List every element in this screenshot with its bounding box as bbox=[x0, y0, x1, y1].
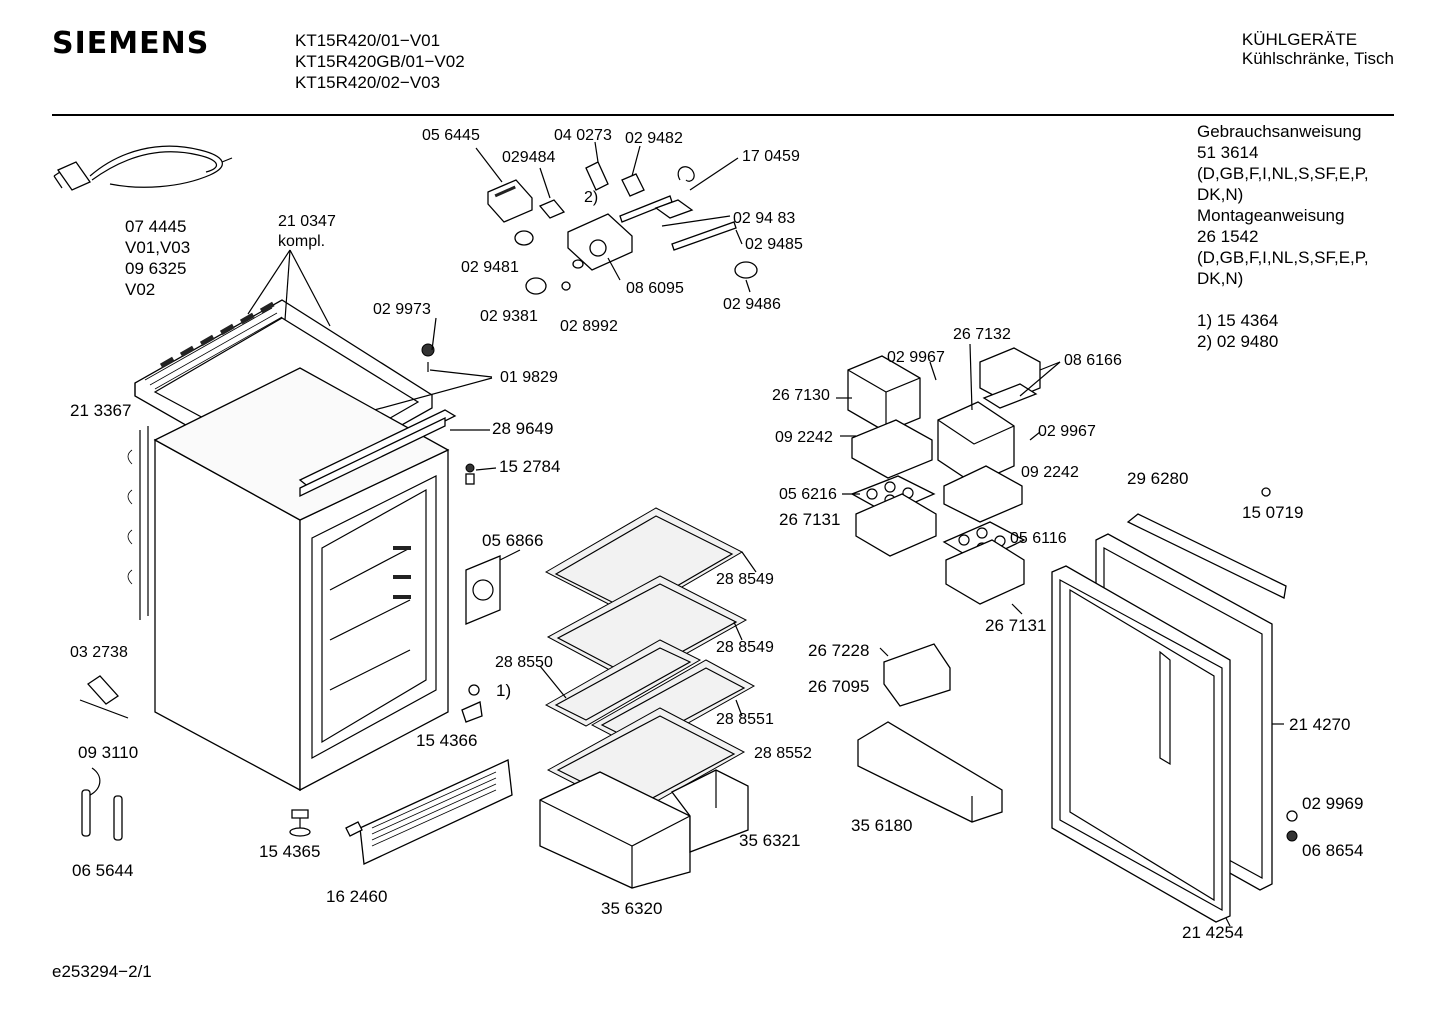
part-label: 35 6320 bbox=[601, 899, 662, 918]
ventilation-grille-part bbox=[345, 759, 513, 865]
part-label: 02 94 83 bbox=[733, 210, 795, 227]
part-label: 02 9967 bbox=[1038, 423, 1096, 440]
part-label: 28 8552 bbox=[754, 745, 812, 762]
part-label: 02 9967 bbox=[887, 349, 945, 366]
part-label: 08 6095 bbox=[626, 280, 684, 297]
part-number-labels: 05 6445 04 0273 02 9482 029484 17 0459 2… bbox=[70, 127, 1363, 942]
doc-line: (D,GB,F,I,NL,S,SF,E,P, bbox=[1197, 164, 1369, 183]
part-label: 03 2738 bbox=[70, 644, 128, 661]
part-label: 01 9829 bbox=[500, 369, 558, 386]
sensor-part bbox=[87, 675, 119, 705]
part-label: 15 4365 bbox=[259, 842, 320, 861]
document-references: Gebrauchsanweisung 51 3614 (D,GB,F,I,NL,… bbox=[1197, 121, 1369, 352]
doc-line: DK,N) bbox=[1197, 185, 1244, 204]
part-label: 02 9486 bbox=[723, 296, 781, 313]
part-label: 02 9482 bbox=[625, 130, 683, 147]
part-label: 09 2242 bbox=[1021, 464, 1079, 481]
model-number: KT15R420/01−V01 bbox=[295, 31, 441, 50]
part-label: 05 6116 bbox=[1010, 530, 1067, 547]
crisper-drawers bbox=[539, 769, 749, 889]
footnote-marker: 1) bbox=[496, 681, 511, 700]
part-label: 35 6321 bbox=[739, 831, 800, 850]
part-label: 21 4270 bbox=[1289, 715, 1350, 734]
glass-shelves bbox=[539, 507, 757, 815]
doc-line: 2) 02 9480 bbox=[1197, 332, 1279, 351]
part-label: 28 8549 bbox=[716, 571, 774, 588]
footnote-marker: 2) bbox=[584, 189, 598, 206]
doc-line: 51 3614 bbox=[1197, 143, 1259, 162]
part-label: 26 7132 bbox=[953, 326, 1011, 343]
brand-logo: SIEMENS bbox=[52, 26, 210, 61]
variant-label: V02 bbox=[125, 280, 155, 299]
part-label: 06 8654 bbox=[1302, 841, 1363, 860]
part-label: 02 9481 bbox=[461, 259, 519, 276]
part-label: 26 7131 bbox=[985, 616, 1046, 635]
part-label: 02 9973 bbox=[373, 301, 431, 318]
doc-line: Montageanweisung bbox=[1197, 206, 1345, 225]
part-label: 02 8992 bbox=[560, 318, 618, 335]
part-label: 35 6180 bbox=[851, 816, 912, 835]
part-label: 02 9485 bbox=[745, 236, 803, 253]
header-divider bbox=[52, 114, 1394, 116]
doc-line: Gebrauchsanweisung bbox=[1197, 122, 1362, 141]
part-label: 21 0347 bbox=[278, 213, 336, 230]
part-label: 02 9381 bbox=[480, 308, 538, 325]
model-number: KT15R420/02−V03 bbox=[295, 73, 441, 92]
model-number: KT15R420GB/01−V02 bbox=[295, 52, 465, 71]
part-label: 05 6866 bbox=[482, 531, 543, 550]
part-label: 16 2460 bbox=[326, 887, 387, 906]
doc-line: 1) 15 4364 bbox=[1197, 311, 1279, 330]
doc-line: 26 1542 bbox=[1197, 227, 1259, 246]
category-subtitle: Kühlschränke, Tisch bbox=[1241, 49, 1394, 68]
part-label: 15 0719 bbox=[1242, 503, 1303, 522]
product-category: KÜHLGERÄTE Kühlschränke, Tisch bbox=[1242, 30, 1394, 68]
part-label: 07 4445 bbox=[125, 217, 186, 236]
part-label: 09 6325 bbox=[125, 259, 186, 278]
part-label: 26 7095 bbox=[808, 677, 869, 696]
doc-line: (D,GB,F,I,NL,S,SF,E,P, bbox=[1197, 248, 1369, 267]
door-part bbox=[1051, 487, 1287, 927]
part-label: 17 0459 bbox=[742, 148, 800, 165]
cabinet-body-part bbox=[127, 367, 457, 792]
part-label: 15 2784 bbox=[499, 457, 560, 476]
part-label-note: kompl. bbox=[278, 233, 325, 250]
part-label: 29 6280 bbox=[1127, 469, 1188, 488]
model-list: KT15R420/01−V01 KT15R420GB/01−V02 KT15R4… bbox=[295, 30, 465, 93]
part-label: 21 4254 bbox=[1182, 923, 1243, 942]
thermostat-assembly bbox=[475, 141, 758, 295]
part-label: 08 6166 bbox=[1064, 352, 1122, 369]
part-label: 09 2242 bbox=[775, 429, 833, 446]
lamp-parts bbox=[81, 767, 123, 841]
part-label: 029484 bbox=[502, 149, 555, 166]
door-compartments bbox=[836, 343, 1061, 823]
part-label: 15 4366 bbox=[416, 731, 477, 750]
part-label: 02 9969 bbox=[1302, 794, 1363, 813]
part-label: 26 7228 bbox=[808, 641, 869, 660]
category-title: KÜHLGERÄTE bbox=[1241, 30, 1358, 49]
part-label: 28 8549 bbox=[716, 639, 774, 656]
part-label: 26 7130 bbox=[772, 387, 830, 404]
part-label: 09 3110 bbox=[78, 743, 138, 762]
part-label: 28 9649 bbox=[492, 419, 553, 438]
drawing-number: e253294−2/1 bbox=[52, 962, 152, 981]
power-cord-part bbox=[53, 145, 233, 191]
part-label: 21 3367 bbox=[70, 401, 131, 420]
part-label: 05 6445 bbox=[422, 127, 480, 144]
part-label: 06 5644 bbox=[72, 861, 133, 880]
bracket-part bbox=[465, 555, 501, 625]
doc-line: DK,N) bbox=[1197, 269, 1244, 288]
variant-label: V01,V03 bbox=[125, 238, 190, 257]
part-label: 28 8551 bbox=[716, 711, 774, 728]
part-label: 04 0273 bbox=[554, 127, 612, 144]
part-label: 28 8550 bbox=[495, 654, 553, 671]
part-label: 26 7131 bbox=[779, 510, 840, 529]
part-label: 05 6216 bbox=[779, 486, 837, 503]
